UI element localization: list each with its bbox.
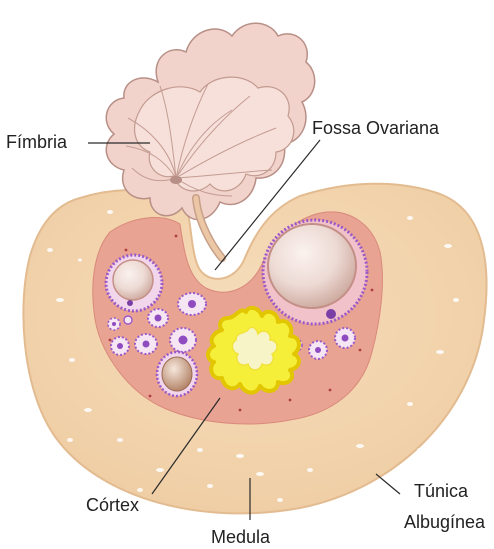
small-cyst — [162, 357, 192, 391]
label-tunica-line1: Túnica — [414, 481, 469, 501]
large-follicle-antrum — [268, 224, 356, 308]
follicle-9 — [335, 328, 355, 348]
follicle-3 — [170, 328, 196, 352]
label-tunica-line2: Albugínea — [404, 512, 486, 532]
large-follicle-oocyte — [326, 309, 336, 319]
follicle-7 — [124, 316, 132, 324]
label-fossa-ovariana: Fossa Ovariana — [312, 118, 440, 138]
label-medula: Medula — [211, 527, 271, 547]
medium-follicle-oocyte — [127, 300, 133, 306]
tunica-leader — [376, 474, 400, 494]
medium-follicle-antrum — [113, 260, 153, 300]
follicle-8 — [309, 341, 327, 359]
follicle-1 — [178, 293, 206, 315]
follicle-5 — [111, 337, 129, 355]
label-cortex: Córtex — [86, 495, 139, 515]
label-fimbria: Fímbria — [6, 132, 68, 152]
follicle-2 — [148, 309, 168, 327]
follicle-6 — [108, 318, 120, 330]
follicle-4 — [135, 334, 157, 354]
